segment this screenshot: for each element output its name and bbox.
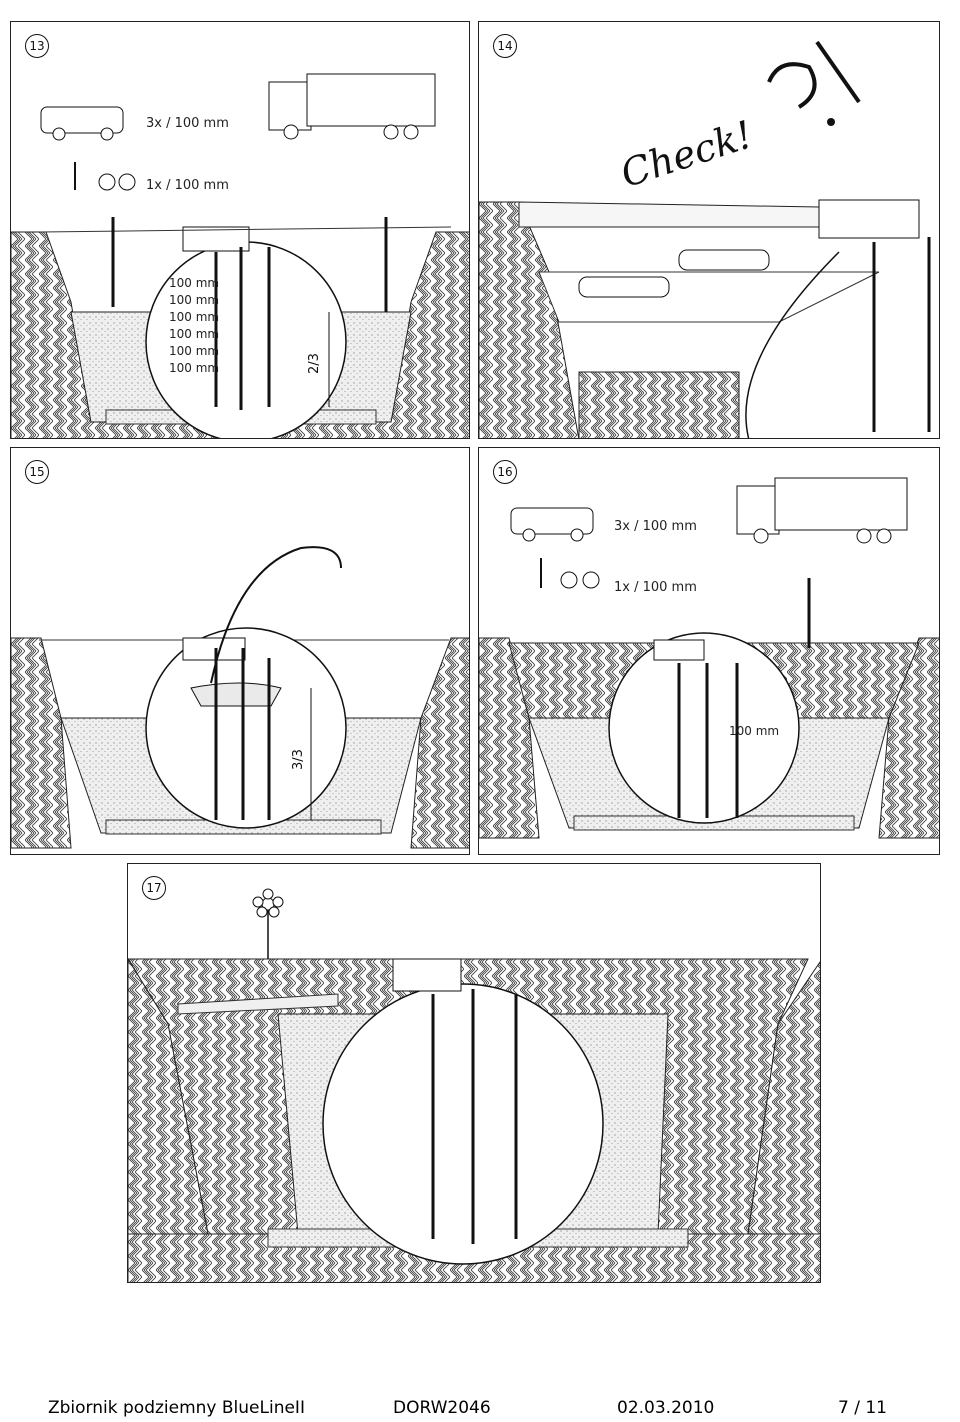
layer-label: 100 mm — [169, 276, 220, 290]
panel-14: 14 Check! — [478, 21, 940, 439]
panel-17: 17 — [127, 863, 821, 1283]
layer-label: 100 mm — [169, 293, 220, 307]
panel-17-drawing — [128, 888, 820, 1282]
car-load-label: 3x / 100 mm — [614, 519, 697, 534]
fill-ratio-label: 2/3 — [307, 353, 322, 374]
panel-number: 14 — [493, 34, 517, 58]
person-load-label: 1x / 100 mm — [614, 580, 697, 595]
fill-ratio-label: 3/3 — [291, 749, 306, 770]
panel-number: 13 — [25, 34, 49, 58]
footer-date: 02.03.2010 — [617, 1398, 715, 1418]
person-load-label: 1x / 100 mm — [146, 178, 229, 193]
panel-15: 15 3/3 — [10, 447, 470, 855]
panel-number: 15 — [25, 460, 49, 484]
layer-label: 100 mm — [729, 724, 780, 738]
footer-product: Zbiornik podziemny BlueLineII — [48, 1398, 305, 1418]
footer-doc-code: DORW2046 — [393, 1398, 491, 1418]
panel-13: 13 3x / 100 mm 1x / 100 mm 100 mm 100 mm… — [10, 21, 470, 439]
panel-13-drawing — [11, 73, 469, 438]
layer-label: 100 mm — [169, 310, 220, 324]
layer-label: 100 mm — [169, 361, 220, 375]
panel-14-drawing — [479, 40, 931, 438]
layer-label: 100 mm — [169, 327, 220, 341]
panel-15-drawing — [11, 546, 469, 849]
panel-number: 16 — [493, 460, 517, 484]
panel-16: 16 3x / 100 mm 1x / 100 mm 100 mm — [478, 447, 940, 855]
layer-label: 100 mm — [169, 344, 220, 358]
footer-page-number: 7 / 11 — [838, 1398, 887, 1418]
panel-number: 17 — [142, 876, 166, 900]
car-load-label: 3x / 100 mm — [146, 116, 229, 131]
panel-16-drawing — [479, 477, 939, 839]
